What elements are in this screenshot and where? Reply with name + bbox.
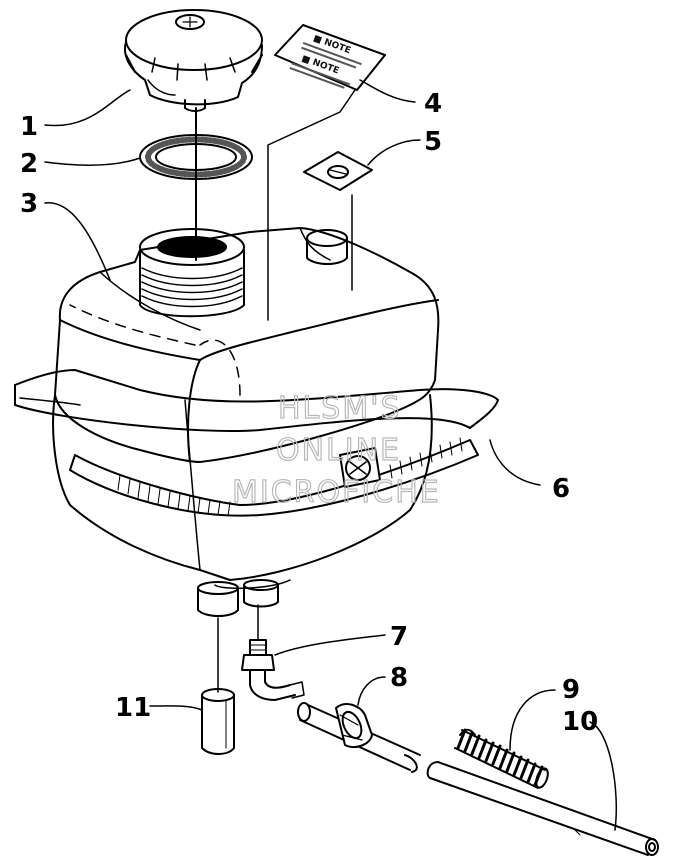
callout-3: 3 <box>20 189 38 219</box>
elbow-fitting <box>241 604 305 701</box>
callout-2: 2 <box>20 149 38 179</box>
filler-neck <box>139 228 245 318</box>
watermark-line-3: MICROFICHE <box>232 475 441 510</box>
watermark: HLSM'S ONLINE MICROFICHE <box>231 390 441 510</box>
callout-9: 9 <box>562 675 580 705</box>
callout-11: 11 <box>115 693 151 723</box>
outlet-fittings <box>197 579 279 617</box>
spring-guard <box>454 728 549 789</box>
callout-numbers: 1 2 3 4 5 6 7 8 9 10 11 <box>20 89 598 737</box>
fuel-cap <box>124 9 263 112</box>
watermark-line-2: ONLINE <box>276 433 401 468</box>
callout-4: 4 <box>424 89 442 119</box>
callout-5: 5 <box>424 127 442 157</box>
fuel-line <box>426 761 659 856</box>
fuel-tank <box>52 227 440 590</box>
drain-plug <box>201 617 235 755</box>
decal-leader-line <box>267 89 356 321</box>
tank-strap <box>14 369 499 517</box>
callout-7: 7 <box>390 622 408 652</box>
callout-8: 8 <box>390 663 408 693</box>
cap-decal <box>303 151 373 191</box>
hose-clamp <box>297 702 421 773</box>
callout-leader-lines <box>44 79 618 831</box>
callout-6: 6 <box>552 474 570 504</box>
watermark-line-1: HLSM'S <box>278 391 402 426</box>
callout-10: 10 <box>562 707 598 737</box>
vent-boss <box>306 229 348 265</box>
callout-1: 1 <box>20 112 38 142</box>
